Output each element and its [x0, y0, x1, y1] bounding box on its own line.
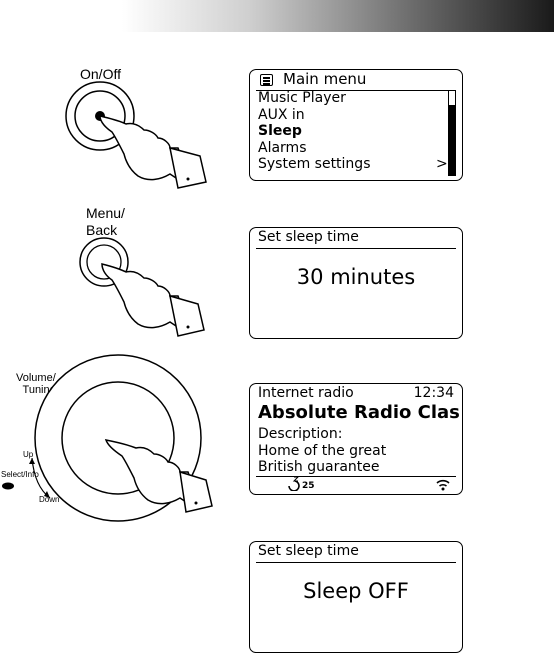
pointing-hand-icon	[102, 264, 186, 328]
knob-select-info-label: Select/Info	[1, 470, 39, 479]
sleep-minutes: 25	[302, 481, 315, 491]
description-line-1: Home of the great	[258, 443, 386, 459]
menu-item-alarms[interactable]: Alarms	[258, 140, 307, 156]
screen-title: Set sleep time	[258, 229, 359, 245]
sleep-time-value: 30 minutes	[250, 265, 462, 289]
screen-title: Main menu	[283, 70, 366, 88]
menu-item-aux-in[interactable]: AUX in	[258, 107, 305, 123]
scrollbar[interactable]	[448, 90, 456, 176]
sleep-off-screen: Set sleep time Sleep OFF	[249, 541, 463, 653]
clock-time: 12:34	[414, 385, 454, 401]
internet-radio-screen: Internet radio 12:34 Absolute Radio Clas…	[249, 383, 463, 495]
menu-back-button-illustration[interactable]	[78, 236, 228, 346]
sleep-timer-icon	[286, 477, 302, 491]
set-sleep-time-screen: Set sleep time 30 minutes	[249, 227, 463, 339]
menu-item-music-player[interactable]: Music Player	[258, 90, 346, 106]
wifi-signal-icon	[436, 479, 450, 491]
knob-down-label: Down	[39, 495, 59, 504]
sleep-time-value: Sleep OFF	[250, 579, 462, 603]
mode-title: Internet radio	[258, 385, 354, 401]
station-name: Absolute Radio Clas	[258, 402, 460, 423]
main-menu-screen: Main menu Music Player AUX in Sleep Alar…	[249, 69, 463, 181]
select-button-icon	[2, 483, 14, 490]
menu-back-label: Menu/ Back	[86, 205, 125, 239]
menu-item-system-settings[interactable]: System settings	[258, 156, 371, 172]
knob-up-label: Up	[23, 450, 33, 459]
menu-list-icon	[260, 74, 273, 86]
screen-title: Set sleep time	[258, 543, 359, 559]
description-label: Description:	[258, 426, 342, 442]
more-indicator: >	[436, 156, 448, 172]
scrollbar-thumb[interactable]	[449, 105, 455, 175]
menu-item-sleep[interactable]: Sleep	[258, 123, 302, 139]
header-gradient-band	[0, 0, 554, 32]
description-line-2: British guarantee	[258, 459, 380, 475]
on-off-button-illustration[interactable]	[60, 78, 220, 198]
